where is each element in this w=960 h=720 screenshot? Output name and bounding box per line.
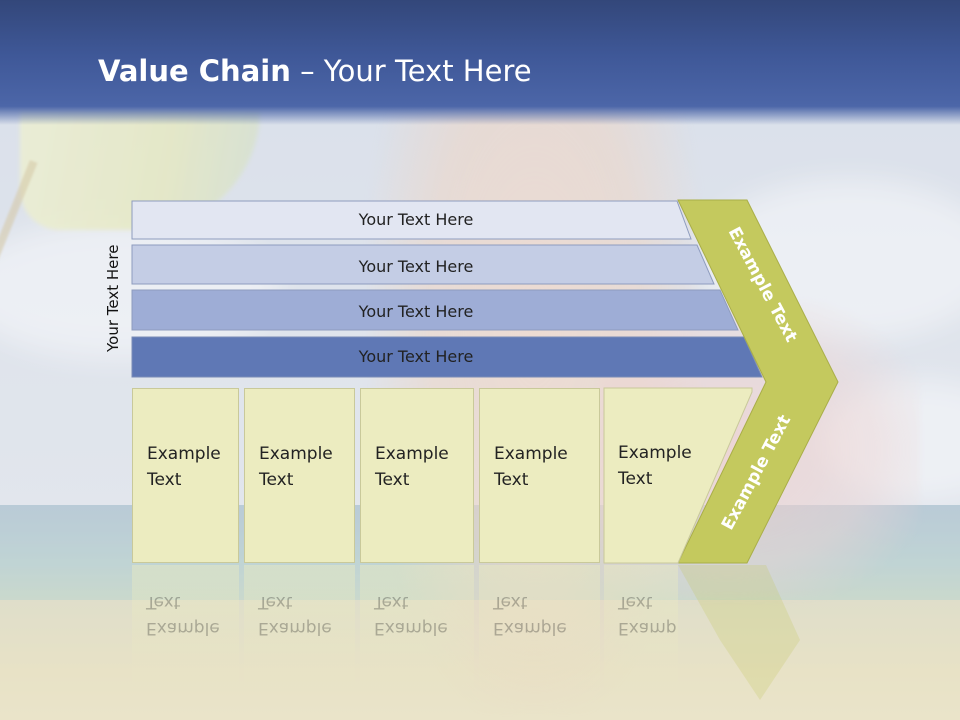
chevron-reflection: [678, 565, 800, 700]
box-5: Example Text: [604, 388, 704, 563]
slide-title: Value Chain – Your Text Here: [98, 54, 532, 88]
box-2: Example Text: [244, 388, 355, 563]
box-1: Example Text: [132, 388, 239, 563]
bar-1: Your Text Here: [131, 200, 692, 240]
box-5-reflection-text: Example Text: [618, 592, 678, 638]
box-2-reflection: Example Text: [244, 565, 355, 695]
title-band: [0, 0, 960, 125]
bar-3-label: Your Text Here: [358, 302, 474, 321]
bar-1-label: Your Text Here: [358, 210, 474, 229]
box-2-label: Example Text: [259, 444, 333, 490]
bar-2: Your Text Here: [131, 244, 715, 285]
box-4: Example Text: [479, 388, 600, 563]
box-1-reflection-text: Example Text: [146, 592, 220, 638]
box-3-reflection-text: Example Text: [374, 592, 448, 638]
box-5-reflection: Example Text: [604, 565, 678, 695]
bar-3: Your Text Here: [131, 289, 739, 331]
bar-4: Your Text Here: [131, 336, 763, 378]
box-4-label: Example Text: [494, 444, 568, 490]
box-4-reflection: Example Text: [479, 565, 600, 695]
bar-2-label: Your Text Here: [358, 257, 474, 276]
box-5-label: Example Text: [618, 443, 692, 489]
box-4-reflection-text: Example Text: [493, 592, 567, 638]
box-5-shape: [603, 387, 753, 564]
bar-4-label: Your Text Here: [358, 347, 474, 366]
box-3-reflection: Example Text: [360, 565, 474, 695]
box-3: Example Text: [360, 388, 474, 563]
box-1-reflection: Example Text: [132, 565, 239, 695]
box-3-label: Example Text: [375, 444, 449, 490]
box-1-label: Example Text: [147, 444, 221, 490]
box-2-reflection-text: Example Text: [258, 592, 332, 638]
